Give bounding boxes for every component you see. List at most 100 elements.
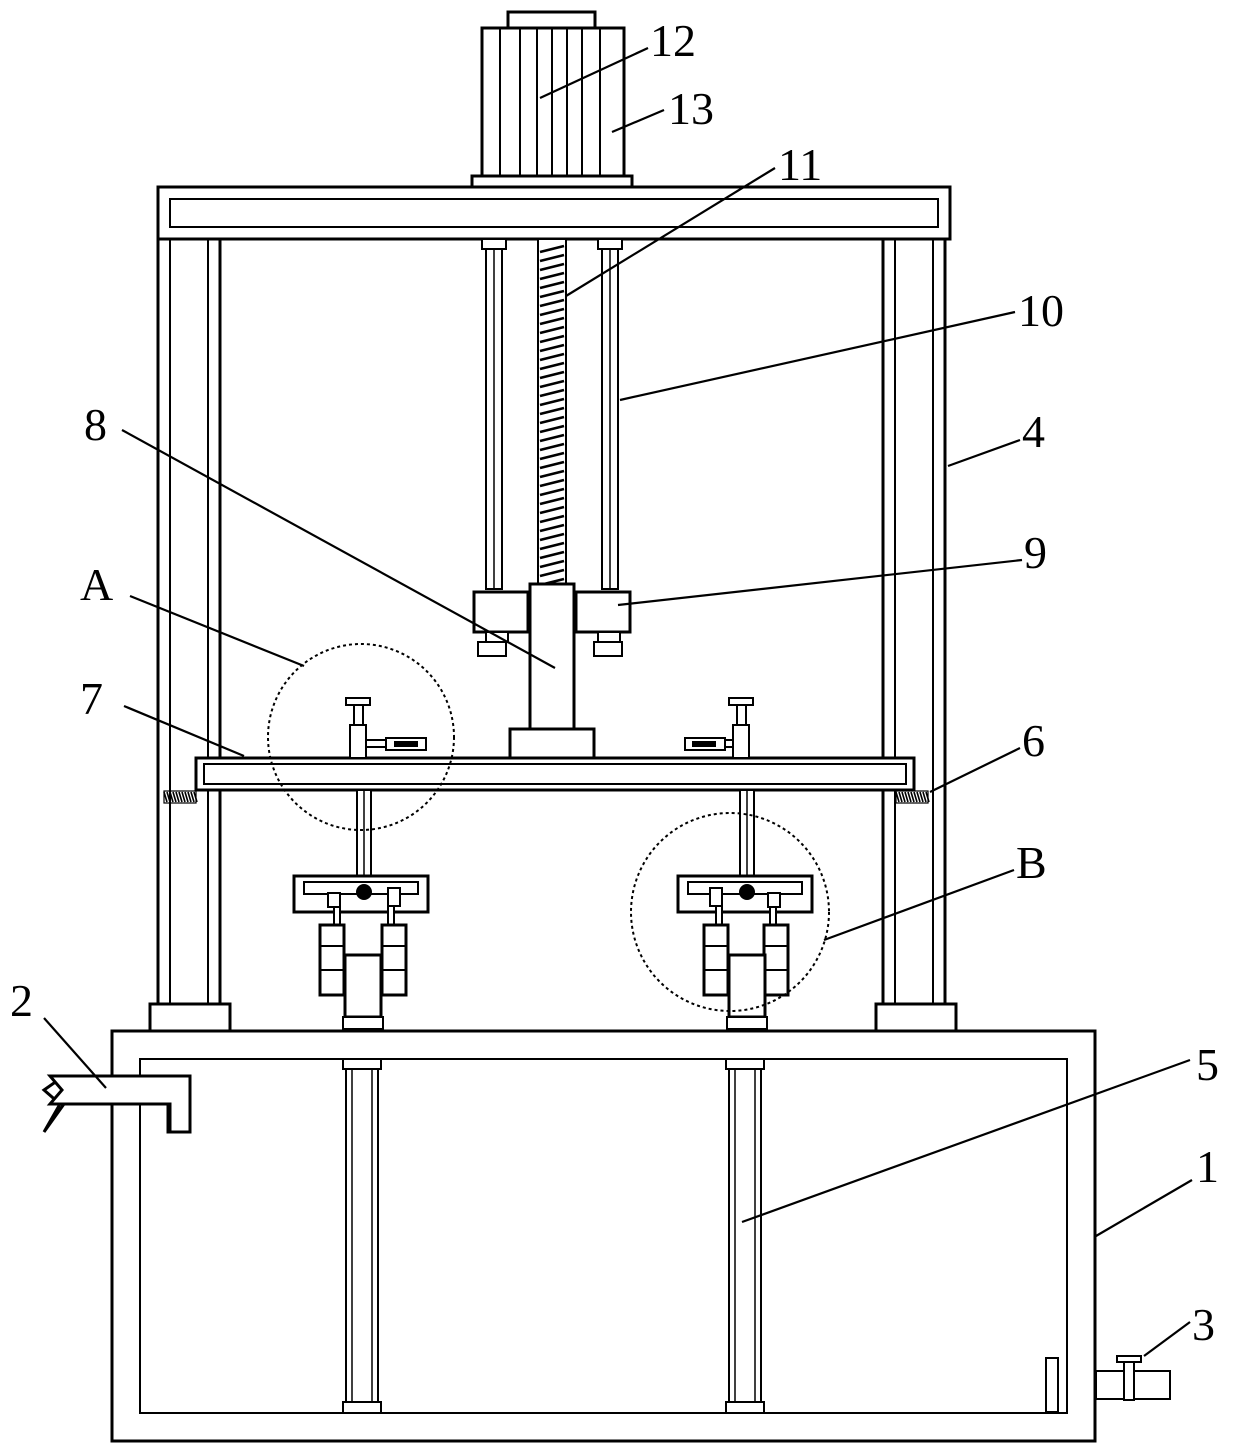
callout-5: 5 — [1196, 1039, 1219, 1090]
leader-2 — [43, 1017, 107, 1089]
callout-8: 8 — [84, 399, 107, 450]
screw-thread — [539, 451, 565, 461]
leader-lines — [43, 47, 1193, 1357]
left-leg — [148, 237, 232, 1033]
spring-coil — [904, 791, 909, 803]
screw-thread — [539, 316, 565, 326]
leader-4 — [947, 438, 1021, 468]
leader-7 — [123, 704, 245, 758]
screw-thread — [539, 244, 565, 254]
leader-11 — [565, 167, 776, 297]
screw-thread — [539, 280, 565, 290]
spring-coil — [175, 791, 180, 803]
spring-coil — [922, 791, 927, 803]
callout-9: 9 — [1024, 527, 1047, 578]
screw-thread — [539, 361, 565, 371]
screw-thread — [539, 262, 565, 272]
screw-thread — [539, 406, 565, 416]
callout-1: 1 — [1196, 1141, 1219, 1192]
mounting-plate — [194, 756, 916, 792]
leader-A — [129, 594, 305, 668]
leader-12 — [539, 47, 649, 99]
screw-thread — [539, 487, 565, 497]
screw-thread — [539, 334, 565, 344]
screw-thread — [539, 370, 565, 380]
leader-3 — [1143, 1321, 1191, 1357]
screw-thread — [539, 352, 565, 362]
screw-thread — [539, 442, 565, 452]
spring-coil — [916, 791, 921, 803]
callout-13: 13 — [668, 83, 714, 134]
leader-10 — [619, 310, 1016, 402]
screw-thread — [539, 568, 565, 578]
drain-valve — [1045, 1355, 1171, 1413]
screw-thread — [539, 379, 565, 389]
screw-thread — [539, 253, 565, 263]
guide-rod — [481, 238, 623, 590]
motor — [470, 10, 634, 189]
spring-coil — [184, 791, 189, 803]
gripper-right — [676, 789, 814, 1030]
callout-labels: 12 13 11 10 8 4 9 A 7 6 B 2 5 1 3 — [10, 15, 1219, 1350]
screw-thread — [539, 550, 565, 560]
screw-thread — [539, 514, 565, 524]
spring-coil — [172, 791, 177, 803]
lifting-column — [508, 582, 596, 760]
support-frame-leg — [874, 237, 958, 1033]
screw-thread — [539, 523, 565, 533]
callout-6: 6 — [1022, 715, 1045, 766]
screw-thread — [539, 559, 565, 569]
screw-thread — [539, 460, 565, 470]
spring-coil — [169, 791, 174, 803]
screw-thread — [539, 532, 565, 542]
screw-thread — [539, 271, 565, 281]
leader-8 — [121, 429, 556, 669]
tank-column — [342, 1058, 765, 1414]
screw-thread — [539, 289, 565, 299]
callout-7: 7 — [80, 673, 103, 724]
spring-outline — [895, 790, 929, 804]
spring-coil — [166, 791, 171, 803]
top-beam — [156, 185, 952, 241]
screw-thread — [539, 325, 565, 335]
spring-coil — [910, 791, 915, 803]
leader-6 — [929, 747, 1021, 793]
leader-9 — [617, 558, 1023, 607]
spring-coil — [919, 791, 924, 803]
screw-thread — [539, 307, 565, 317]
callout-B: B — [1016, 837, 1047, 888]
detail-region-a — [267, 643, 455, 831]
clamp-right — [684, 697, 754, 759]
gripper-left — [292, 789, 430, 1030]
tank-body — [110, 1029, 1097, 1443]
spring-coil — [901, 791, 906, 803]
screw-thread — [539, 424, 565, 434]
callout-2: 2 — [10, 975, 33, 1026]
screw-thread — [539, 496, 565, 506]
spring-outline — [163, 790, 197, 804]
spring — [163, 790, 930, 804]
screw-thread — [539, 478, 565, 488]
spring-coil — [178, 791, 183, 803]
clamp-left — [345, 697, 427, 759]
screw-thread — [539, 343, 565, 353]
spring-coil — [190, 791, 195, 803]
spring-coil — [181, 791, 186, 803]
leader-5 — [741, 1058, 1191, 1224]
screw-thread — [539, 298, 565, 308]
screw-thread — [539, 388, 565, 398]
callout-A: A — [80, 559, 113, 610]
spring-coil — [187, 791, 192, 803]
lead-screw — [537, 238, 567, 587]
spring-coil — [907, 791, 912, 803]
screw-thread — [539, 397, 565, 407]
screw-thread — [539, 541, 565, 551]
leader-B — [823, 868, 1015, 942]
callout-12: 12 — [650, 15, 696, 66]
leader-1 — [1095, 1179, 1193, 1237]
screw-thread — [539, 433, 565, 443]
leader-13 — [611, 108, 665, 134]
screw-thread — [539, 415, 565, 425]
screw-thread — [539, 469, 565, 479]
